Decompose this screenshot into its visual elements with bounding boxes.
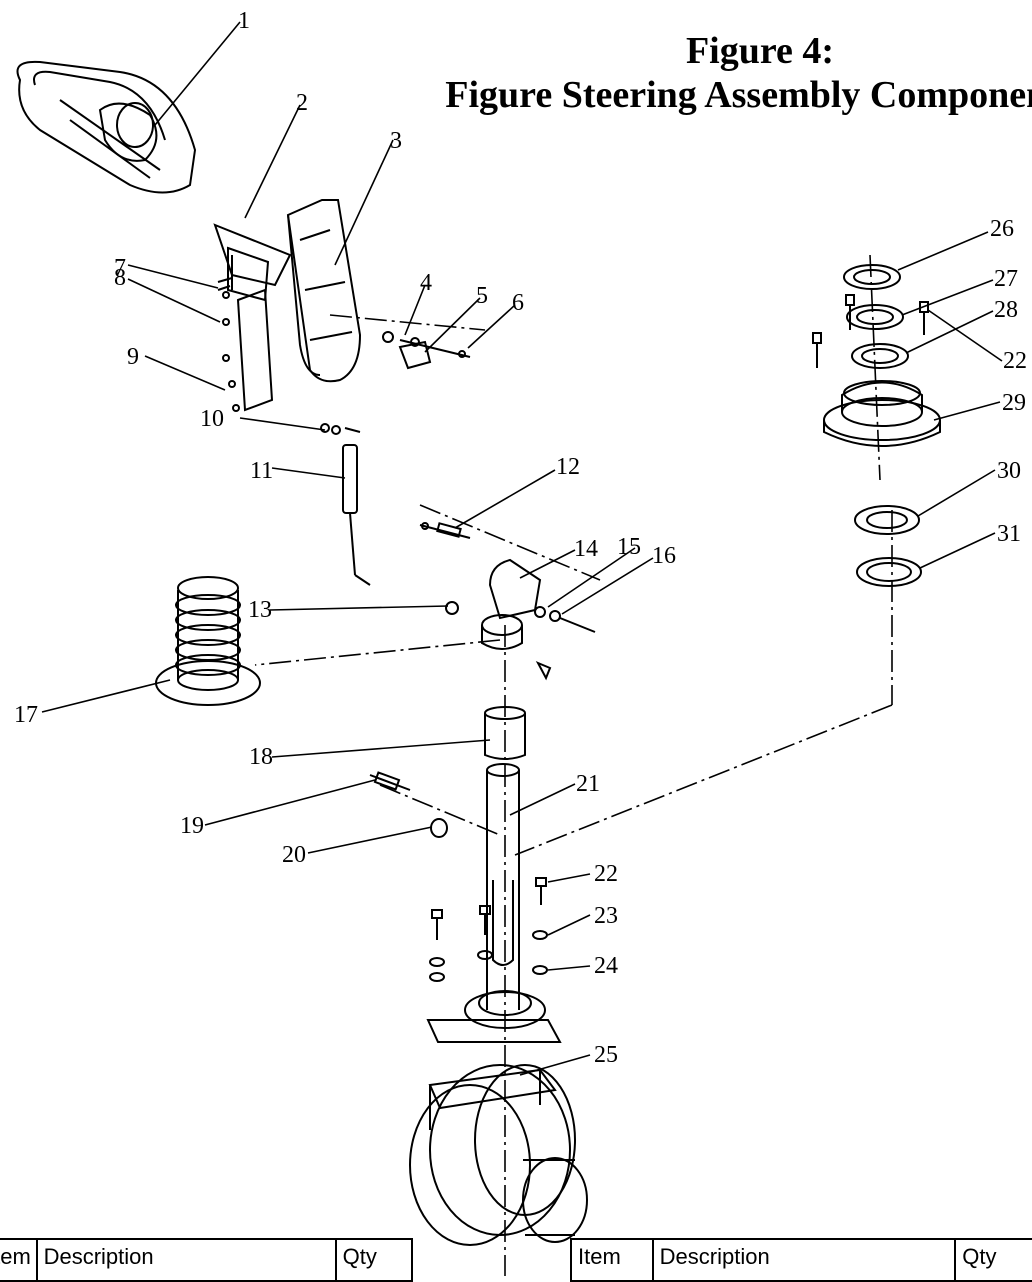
callout-22b: 22	[1003, 348, 1027, 374]
control-handle-part	[16, 60, 197, 194]
callout-labels: 1 2 3 4 5 6 7 8 9 10 11 12 13 14 15 16 1…	[14, 8, 1027, 1068]
callout-30: 30	[997, 458, 1021, 484]
assembly-axis-lines	[254, 254, 893, 1276]
callout-10: 10	[200, 406, 224, 432]
callout-16: 16	[652, 543, 676, 569]
callout-14: 14	[574, 536, 598, 562]
callout-5: 5	[476, 283, 488, 309]
callout-20: 20	[282, 842, 306, 868]
callout-11: 11	[250, 458, 273, 484]
callout-29: 29	[1002, 390, 1026, 416]
callout-3: 3	[390, 128, 402, 154]
column-header-description: Description	[654, 1240, 957, 1280]
column-header-description: Description	[38, 1240, 337, 1280]
callout-23: 23	[594, 903, 618, 929]
leader-lines	[41, 21, 1003, 1076]
bellows-part	[155, 576, 261, 706]
figure-number: Figure 4:	[685, 30, 835, 72]
figure-title: Figure Steering Assembly Components	[445, 74, 1032, 116]
switch-assembly-part	[382, 331, 471, 370]
callout-18: 18	[249, 744, 273, 770]
callout-4: 4	[420, 270, 432, 296]
callout-31: 31	[997, 521, 1021, 547]
callout-2: 2	[296, 90, 308, 116]
callout-6: 6	[512, 290, 524, 316]
parts-table-right-header: Item Description Qty	[570, 1238, 1032, 1282]
steering-shaft-part	[486, 763, 520, 1010]
callout-25: 25	[594, 1042, 618, 1068]
column-header-item: Item	[572, 1240, 654, 1280]
column-header-item: Item	[0, 1240, 38, 1280]
callout-8: 8	[114, 265, 126, 291]
callout-13: 13	[248, 597, 272, 623]
parts-table-left-header: Item Description Qty	[0, 1238, 413, 1282]
column-header-qty: Qty	[962, 1244, 997, 1269]
callout-26: 26	[990, 216, 1014, 242]
callout-24: 24	[594, 953, 618, 979]
mounting-plate-part	[213, 223, 292, 302]
side-panel-part	[217, 277, 274, 412]
fasteners-part	[429, 877, 548, 982]
callout-22a: 22	[594, 861, 618, 887]
bushing-part	[484, 706, 526, 760]
callout-7: 7	[114, 255, 126, 281]
steering-head-part	[445, 558, 596, 681]
callout-19: 19	[180, 813, 204, 839]
callout-21: 21	[576, 771, 600, 797]
callout-27: 27	[994, 266, 1018, 292]
callout-15: 15	[617, 534, 641, 560]
pin-part	[419, 522, 471, 539]
bolt-and-nut-part	[369, 771, 448, 838]
callout-9: 9	[127, 344, 139, 370]
callout-1: 1	[238, 8, 250, 34]
column-header-qty: Qty	[342, 1244, 377, 1269]
callout-28: 28	[994, 297, 1018, 323]
caster-wheel-part	[409, 990, 588, 1246]
column-housing-part	[286, 199, 362, 383]
gas-spring-part	[320, 423, 371, 586]
bearing-stack-part	[812, 264, 941, 587]
callout-17: 17	[14, 702, 38, 728]
callout-12: 12	[556, 454, 580, 480]
